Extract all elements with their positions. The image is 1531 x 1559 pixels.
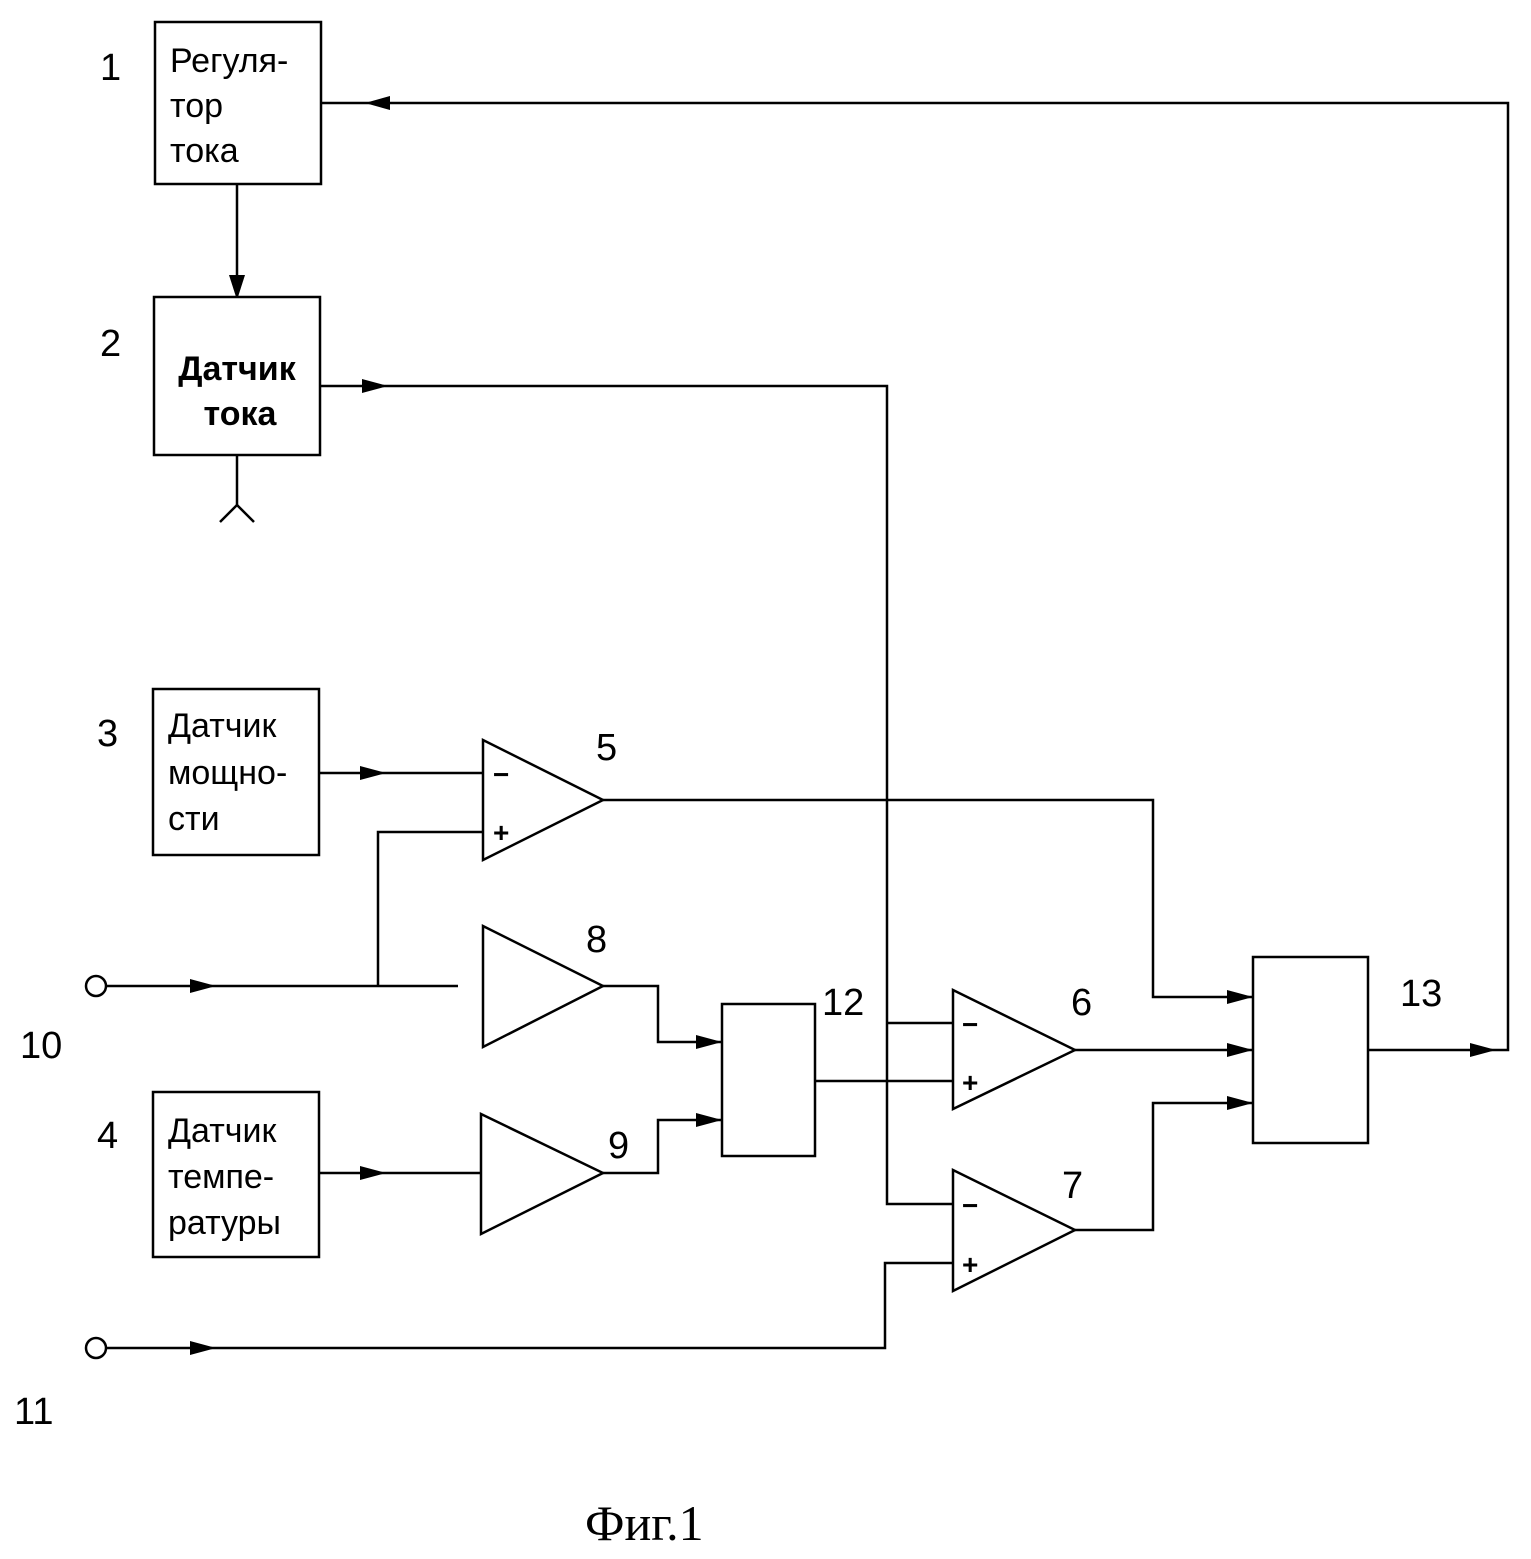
block-3-line-3: сти (168, 800, 220, 838)
wire-5-to-13 (603, 800, 1253, 997)
comparator-5-plus: + (493, 817, 509, 848)
block-4-line-3: ратуры (168, 1204, 281, 1242)
terminal-11-number: 11 (14, 1391, 53, 1433)
terminal-10-number: 10 (20, 1025, 62, 1067)
arrow-left-icon (365, 96, 390, 110)
figure-caption: Фиг.1 (585, 1495, 704, 1551)
block-1-line-1: Регуля- (170, 42, 288, 80)
arrow-right-icon (360, 1166, 386, 1180)
amplifier-9-number: 9 (608, 1125, 629, 1167)
arrow-right-icon (190, 1341, 216, 1355)
input-terminal-icon (86, 1338, 106, 1358)
terminal-10: 10 (20, 976, 106, 1067)
comparator-5-number: 5 (596, 727, 617, 769)
block-1-number: 1 (100, 47, 121, 89)
block-2: Датчик тока 2 (100, 297, 320, 455)
comparator-7-plus: + (962, 1249, 978, 1280)
wire-11-to-7-plus (107, 1263, 953, 1348)
block-2-line-2: тока (204, 395, 278, 433)
block-4-line-2: темпе- (168, 1158, 274, 1196)
arrow-right-icon (1227, 990, 1253, 1004)
comparator-6-minus: − (962, 1009, 978, 1040)
block-4-line-1: Датчик (168, 1112, 277, 1150)
block-3-line-2: мощно- (168, 754, 287, 792)
comparator-7-number: 7 (1062, 1165, 1083, 1207)
block-12: 12 (722, 982, 864, 1156)
block-4-number: 4 (97, 1115, 118, 1157)
arrow-right-icon (362, 379, 388, 393)
comparator-5: − + 5 (483, 727, 617, 860)
arrow-right-icon (1227, 1096, 1253, 1110)
wire-10-to-5-plus (378, 832, 483, 986)
amplifier-8: 8 (483, 919, 607, 1047)
comparator-7: − + 7 (953, 1165, 1083, 1291)
wire-8-to-12 (603, 986, 722, 1042)
block-3-number: 3 (97, 713, 118, 755)
input-terminal-icon (86, 976, 106, 996)
comparator-6: − + 6 (953, 982, 1092, 1109)
block-1: Регуля- тор тока 1 (100, 22, 321, 184)
block-1-line-3: тока (170, 132, 239, 170)
amplifier-8-number: 8 (586, 919, 607, 961)
arrow-right-icon (190, 979, 216, 993)
arrow-right-icon (696, 1035, 722, 1049)
wire-13-feedback-to-1 (321, 103, 1508, 1050)
arrow-right-icon (696, 1113, 722, 1127)
comparator-6-number: 6 (1071, 982, 1092, 1024)
block-2-line-1: Датчик (178, 350, 296, 388)
terminal-11: 11 (14, 1338, 106, 1433)
arrow-right-icon (1227, 1043, 1253, 1057)
sensor-probe-symbol (220, 505, 254, 522)
wire-7-to-13 (1075, 1103, 1253, 1230)
block-12-number: 12 (822, 982, 864, 1024)
block-2-number: 2 (100, 323, 121, 365)
block-3-line-1: Датчик (168, 707, 277, 745)
comparator-7-minus: − (962, 1190, 978, 1221)
comparator-6-plus: + (962, 1067, 978, 1098)
block-4: Датчик темпе- ратуры 4 (97, 1092, 319, 1257)
comparator-5-minus: − (493, 759, 509, 790)
arrow-right-icon (360, 766, 386, 780)
arrowheads (190, 96, 1496, 1355)
block-13-number: 13 (1400, 973, 1442, 1015)
block-1-line-2: тор (170, 87, 223, 125)
arrow-right-icon (1470, 1043, 1496, 1057)
block-3: Датчик мощно- сти 3 (97, 689, 319, 855)
